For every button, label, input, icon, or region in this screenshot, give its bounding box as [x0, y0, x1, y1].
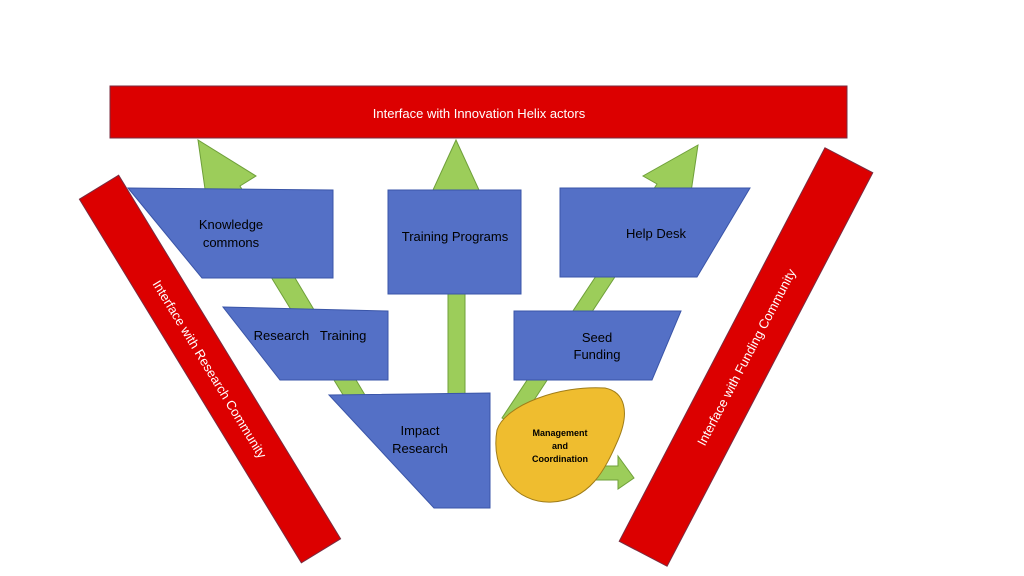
- arrow-management-to-top-right: [501, 144, 699, 427]
- knowledge-commons-node: Knowledge commons: [126, 187, 334, 279]
- training-programs-node: Training Programs: [387, 189, 522, 295]
- research-training-label: Research Training: [254, 328, 367, 343]
- management-line2: and: [552, 441, 568, 451]
- impact-research-line1: Impact: [400, 423, 439, 438]
- impact-research-line2: Research: [392, 441, 448, 456]
- research-training-node: Research Training: [221, 306, 389, 381]
- seed-funding-node: Seed Funding: [513, 310, 682, 381]
- management-line1: Management: [532, 428, 587, 438]
- seed-funding-line1: Seed: [582, 330, 612, 345]
- management-line3: Coordination: [532, 454, 588, 464]
- knowledge-commons-line1: Knowledge: [199, 217, 263, 232]
- help-desk-label: Help Desk: [626, 226, 686, 241]
- top-interface-label: Interface with Innovation Helix actors: [373, 106, 586, 121]
- training-programs-label: Training Programs: [402, 229, 509, 244]
- knowledge-commons-line2: commons: [203, 235, 260, 250]
- right-interface-label: Interface with Funding Community: [694, 266, 799, 448]
- impact-research-node: Impact Research: [327, 392, 491, 509]
- top-interface-bar: Interface with Innovation Helix actors: [109, 85, 848, 139]
- left-interface-label: Interface with Research Community: [150, 277, 270, 461]
- management-coordination-node: Management and Coordination: [495, 387, 625, 503]
- help-desk-node: Help Desk: [559, 187, 751, 278]
- seed-funding-line2: Funding: [574, 347, 621, 362]
